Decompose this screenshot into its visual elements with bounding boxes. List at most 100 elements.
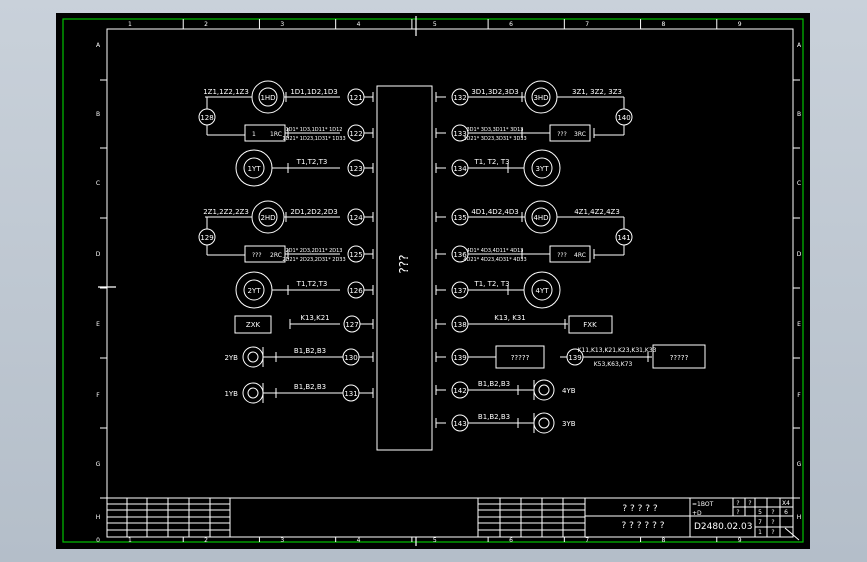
zone-col-top-5: 5 <box>433 21 437 28</box>
brake-label: 1YB <box>224 390 238 398</box>
zone-row-right-A: A <box>797 42 802 49</box>
node: 121 <box>349 94 362 102</box>
zone-row-right-F: F <box>797 392 801 399</box>
row-label-top: 1D1* 1D3,1D11* 1D12 <box>286 127 343 133</box>
zone-col-top-7: 7 <box>585 21 589 28</box>
resistor-right: 2RC <box>270 252 282 259</box>
brake-inner-ring <box>538 417 550 429</box>
node: 140 <box>617 114 630 122</box>
resistor-box <box>549 245 591 263</box>
row-label-mid: 1D1,1D2,1D3 <box>290 88 337 96</box>
title-block-code-2: +D <box>692 510 702 517</box>
node: 126 <box>349 287 363 295</box>
node: 124 <box>349 214 363 222</box>
row-label-mid: B1,B2,B3 <box>478 413 510 421</box>
zone-col-bottom-2: 2 <box>204 537 208 544</box>
zone-col-top-3: 3 <box>280 21 284 28</box>
zone-col-bottom-6: 6 <box>509 537 513 544</box>
row-label-top: 3D1* 3D3,3D11* 3D13 <box>467 127 524 133</box>
title-block-cell: 5 <box>758 509 762 516</box>
title-block-cell: 7 <box>758 519 762 526</box>
zone-col-top-8: 8 <box>662 21 666 28</box>
device-box-label: ????? <box>670 354 689 362</box>
zone-col-top-4: 4 <box>357 21 361 28</box>
zone-row-right-B: B <box>797 111 801 118</box>
title-block-cell: ? <box>771 509 774 516</box>
node: 132 <box>453 94 466 102</box>
device-box <box>652 344 706 369</box>
zone-col-bottom-4: 4 <box>357 537 361 544</box>
drawing-number: D2480.02.03 <box>694 522 752 532</box>
zone-row-left-B: B <box>96 111 100 118</box>
motor-inner-ring <box>258 207 278 227</box>
device-box-label: ZXK <box>246 321 261 329</box>
node: 135 <box>453 214 466 222</box>
node: 139 <box>453 354 466 362</box>
solenoid-inner-ring <box>531 157 553 179</box>
row-label-bot: 2D21* 2D23,2D31* 2D33 <box>282 257 345 263</box>
zone-row-left-A: A <box>96 42 101 49</box>
left-row-r9: 1YB B1,B2,B3 131 <box>224 382 374 404</box>
node: 137 <box>453 287 466 295</box>
node: 131 <box>344 390 357 398</box>
solenoid-label: 1YT <box>247 165 261 173</box>
row-label-mid: B1,B2,B3 <box>294 347 326 355</box>
node: 127 <box>345 321 358 329</box>
row-label-top: 2Z1,2Z2,2Z3 <box>203 208 249 216</box>
node: 125 <box>349 251 362 259</box>
title-block-cell: ? <box>736 509 739 516</box>
node: 139 <box>568 354 581 362</box>
zone-row-right-G: G <box>797 461 802 468</box>
solenoid-label: 2YT <box>247 287 261 295</box>
device-box <box>495 345 545 369</box>
row-label-top: K11,K13,K21,K23,K31,K33 <box>578 347 657 354</box>
row-label-mid: B1,B2,B3 <box>478 380 510 388</box>
row-label-top: 4D1* 4D3,4D11* 4D13 <box>467 248 524 254</box>
solenoid-label: 4YT <box>535 287 549 295</box>
brake-outer-ring <box>533 412 555 434</box>
title-block-code-1: =1BOT <box>692 501 714 508</box>
zone-col-bottom-7: 7 <box>585 537 589 544</box>
device-box <box>568 315 613 334</box>
row-label-top: 1Z1,1Z2,1Z3 <box>203 88 249 96</box>
device-box-label: FXK <box>583 321 597 329</box>
row-label-top: 3Z1, 3Z2, 3Z3 <box>572 88 622 96</box>
solenoid-label: 3YT <box>535 165 549 173</box>
crosshair-cursor <box>98 16 417 546</box>
motor-label: 3HD <box>533 94 548 102</box>
resistor-left: 1 <box>252 131 256 138</box>
zone-row-right-E: E <box>797 321 801 328</box>
title-block-title-bottom: ? ? ? ? ? ? <box>622 521 665 531</box>
motor-label: 2HD <box>260 214 275 222</box>
brake-label: 4YB <box>562 387 576 395</box>
resistor-left: ??? <box>557 131 567 138</box>
central-controller-box[interactable] <box>376 85 433 451</box>
node: 133 <box>453 130 466 138</box>
zone-col-bottom-5: 5 <box>433 537 437 544</box>
brake-inner-ring <box>247 387 259 399</box>
node: 130 <box>344 354 357 362</box>
zone-col-top-9: 9 <box>738 21 742 28</box>
device-box-label: ????? <box>511 354 530 362</box>
row-label-mid: 4D1,4D2,4D3 <box>471 208 518 216</box>
row-label-top: 4Z1,4Z2,4Z3 <box>574 208 620 216</box>
title-block-cell: 1 <box>758 529 762 536</box>
row-label-mid: T1,T2,T3 <box>296 158 328 166</box>
node: 142 <box>453 387 466 395</box>
zone-col-bottom-3: 3 <box>280 537 284 544</box>
node: 122 <box>349 130 362 138</box>
node: 136 <box>453 251 467 259</box>
row-label-mid: B1,B2,B3 <box>294 383 326 391</box>
